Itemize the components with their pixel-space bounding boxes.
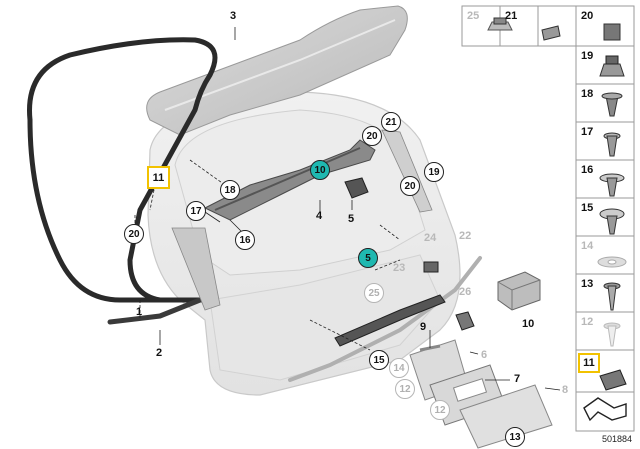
callout-26[interactable]: 26 — [459, 286, 472, 298]
panel-item-15[interactable]: 15 — [581, 202, 594, 214]
callout-23[interactable]: 23 — [393, 262, 406, 274]
number-plate-light-bar — [334, 294, 446, 347]
trim-strip-22 — [288, 256, 482, 382]
lower-seal-strip — [107, 293, 213, 325]
panel-item-18[interactable]: 18 — [581, 88, 594, 100]
spoiler — [146, 5, 408, 136]
panel-item-20[interactable]: 20 — [581, 10, 594, 22]
callout-17[interactable]: 17 — [186, 201, 206, 221]
callout-12-upper[interactable]: 12 — [395, 379, 415, 399]
leader-lines — [134, 27, 561, 391]
callout-24[interactable]: 24 — [424, 232, 437, 244]
callout-16[interactable]: 16 — [235, 230, 255, 250]
callout-20-right[interactable]: 20 — [400, 176, 420, 196]
panel-item-12[interactable]: 12 — [581, 316, 594, 328]
callout-21[interactable]: 21 — [381, 112, 401, 132]
panel-item-11-highlighted[interactable]: 11 — [578, 353, 600, 373]
part-26 — [455, 311, 475, 331]
document-number: 501884 — [601, 434, 632, 444]
fastener-drawings — [487, 17, 627, 422]
callout-1[interactable]: 1 — [136, 306, 143, 318]
panel-item-17[interactable]: 17 — [581, 126, 594, 138]
panel-item-19[interactable]: 19 — [581, 50, 594, 62]
callout-3[interactable]: 3 — [230, 10, 237, 22]
callout-8[interactable]: 8 — [562, 384, 569, 396]
tailgate-lower-panel — [209, 254, 441, 381]
part-5 — [344, 177, 369, 199]
callout-20-left[interactable]: 20 — [124, 224, 144, 244]
callout-20-top[interactable]: 20 — [362, 126, 382, 146]
callout-9[interactable]: 9 — [420, 321, 427, 333]
callout-4[interactable]: 4 — [316, 210, 323, 222]
part-10-box — [497, 271, 541, 311]
panel-item-21[interactable]: 21 — [505, 10, 518, 22]
callout-25[interactable]: 25 — [364, 283, 384, 303]
callout-11-highlighted[interactable]: 11 — [147, 166, 170, 189]
callout-18[interactable]: 18 — [220, 180, 240, 200]
part-24 — [423, 261, 439, 273]
callout-12-middle[interactable]: 12 — [430, 400, 450, 420]
callout-7[interactable]: 7 — [514, 373, 521, 385]
callout-6[interactable]: 6 — [481, 349, 488, 361]
panel-item-25[interactable]: 25 — [467, 10, 480, 22]
callout-13[interactable]: 13 — [505, 427, 525, 447]
callout-10-teal[interactable]: 10 — [310, 160, 330, 180]
callout-14[interactable]: 14 — [389, 358, 409, 378]
seal-gasket — [27, 37, 218, 303]
callout-5-teal[interactable]: 5 — [358, 248, 378, 268]
callout-22[interactable]: 22 — [459, 230, 472, 242]
callout-10[interactable]: 10 — [522, 318, 535, 330]
callout-5[interactable]: 5 — [348, 213, 355, 225]
plate-8 — [459, 384, 553, 449]
side-trim-left — [171, 227, 221, 311]
panel-item-13[interactable]: 13 — [581, 278, 594, 290]
callout-2[interactable]: 2 — [156, 347, 163, 359]
panel-item-16[interactable]: 16 — [581, 164, 594, 176]
panel-item-14[interactable]: 14 — [581, 240, 594, 252]
callout-19[interactable]: 19 — [424, 162, 444, 182]
callout-15[interactable]: 15 — [369, 350, 389, 370]
